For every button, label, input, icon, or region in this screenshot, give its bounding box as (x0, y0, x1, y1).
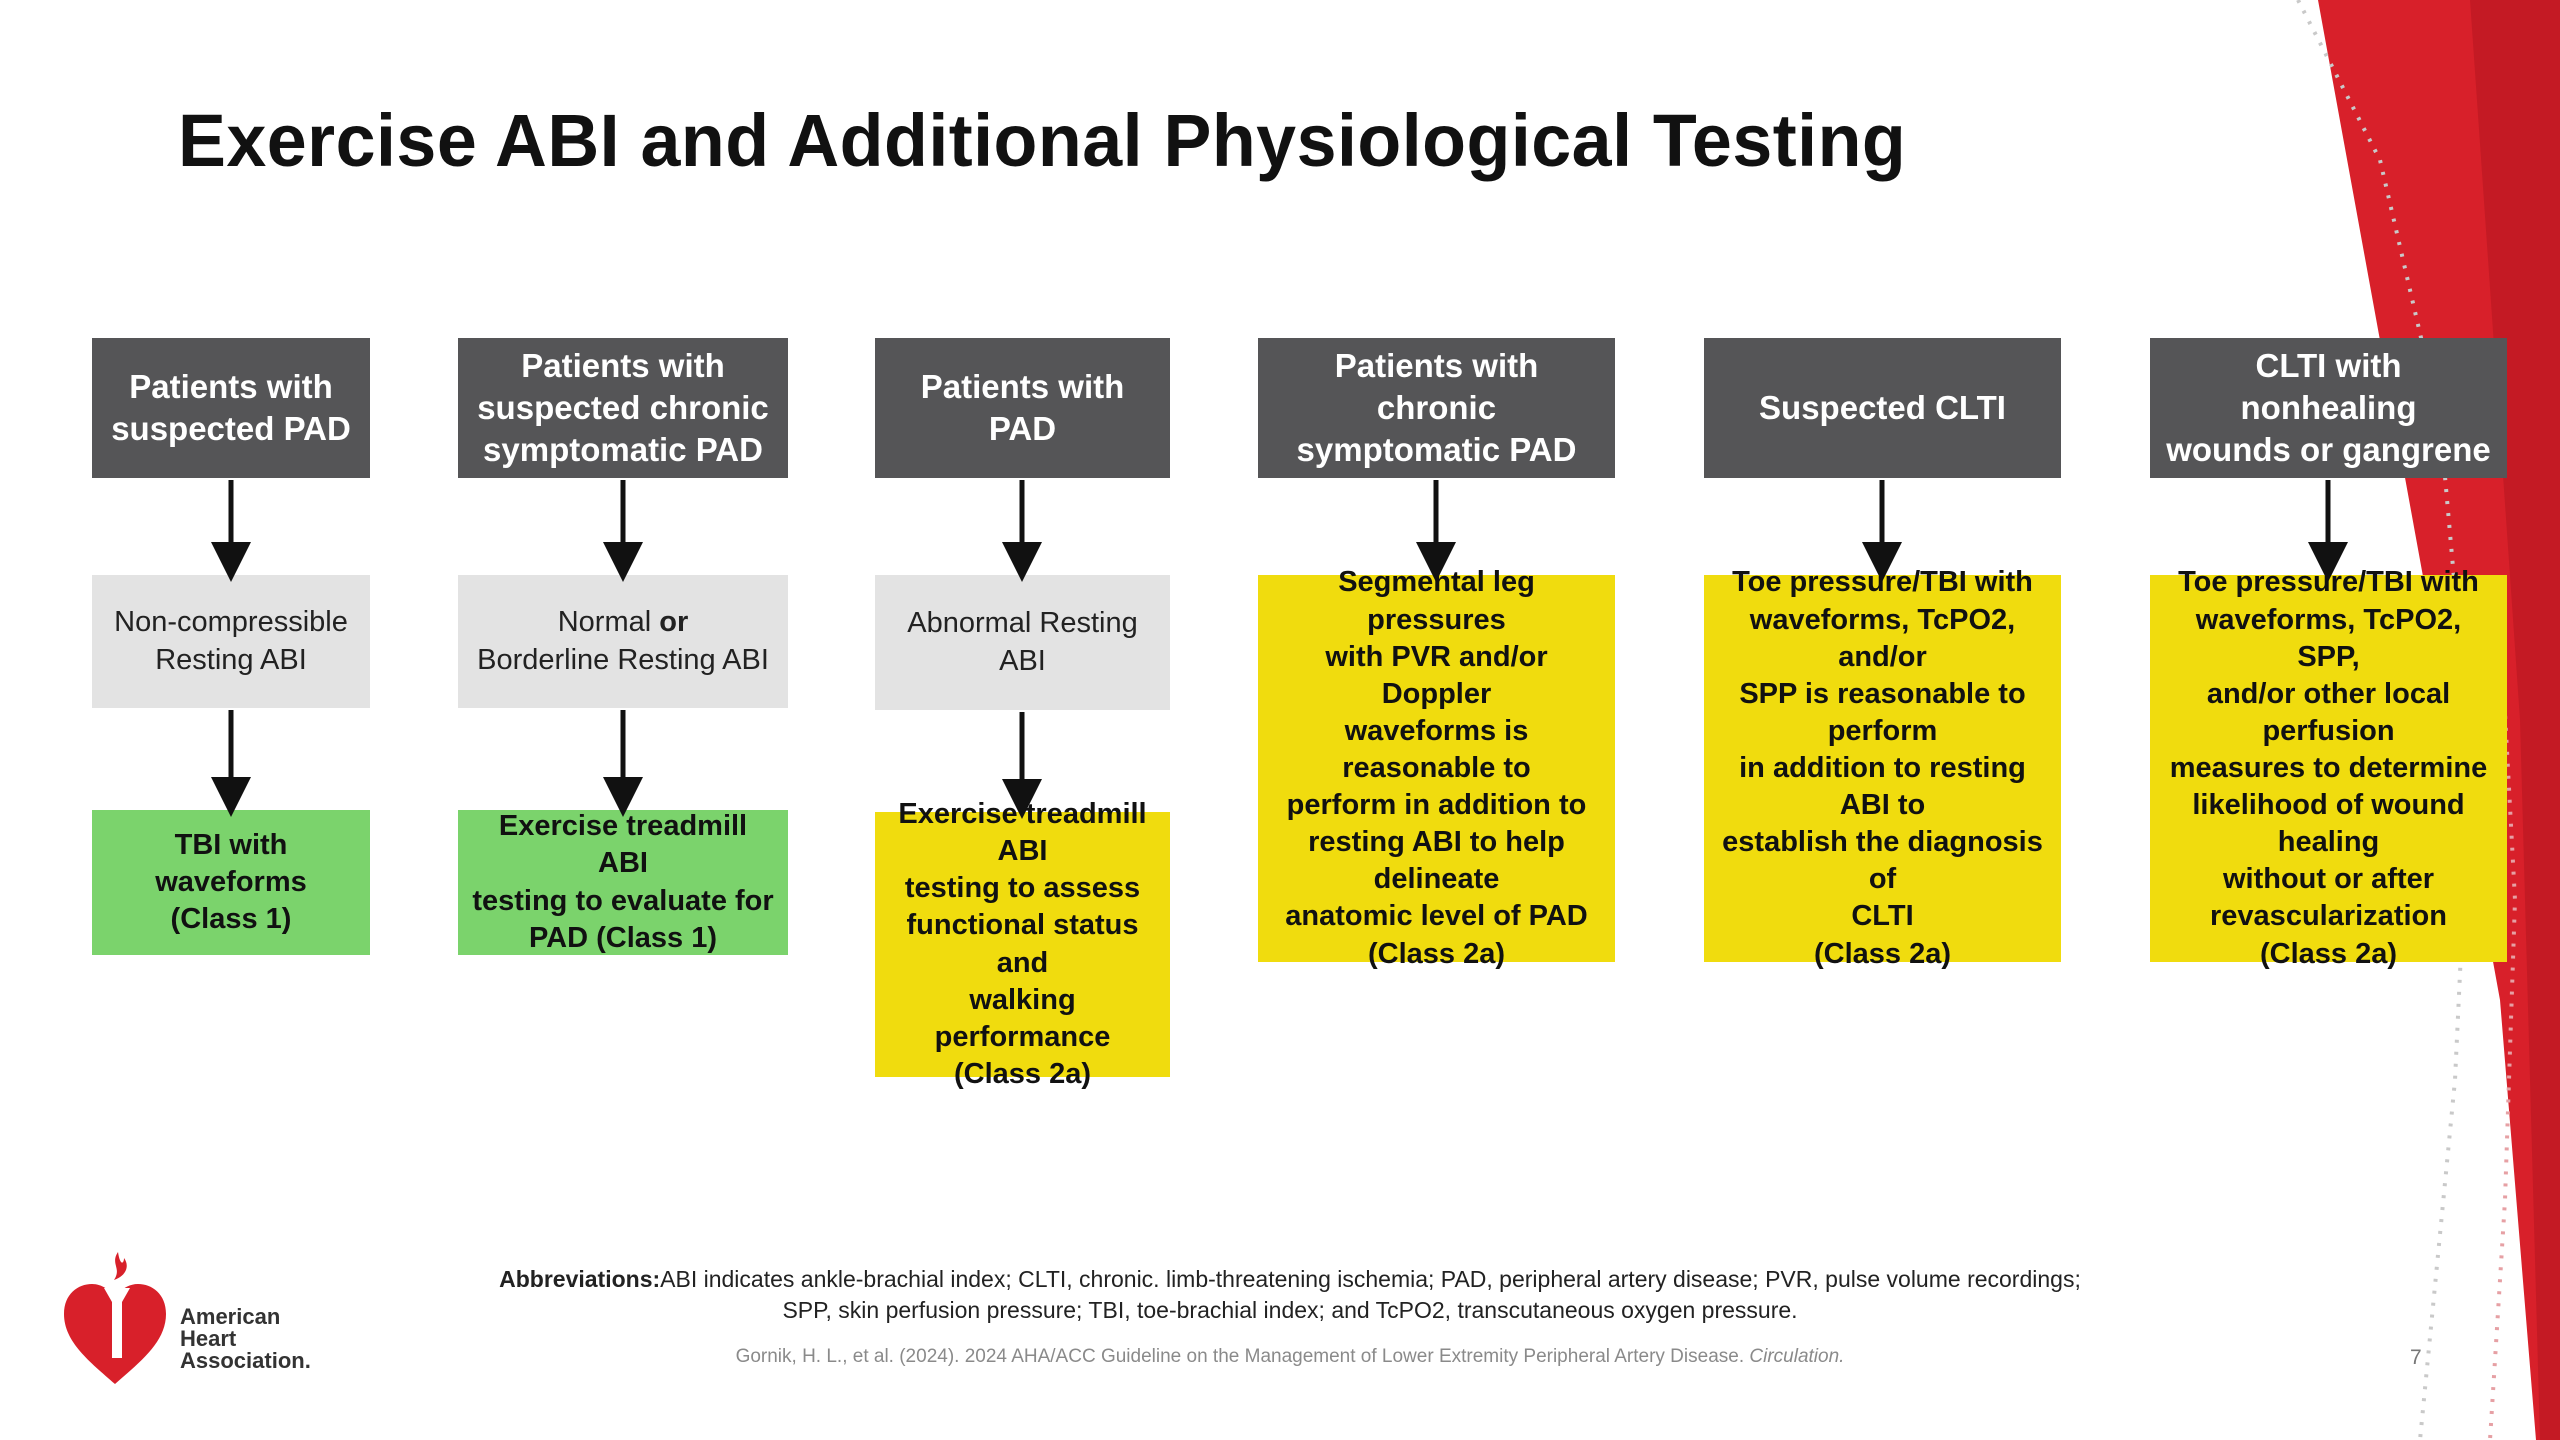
result-line: measures to determine (2169, 751, 2488, 784)
result-line: (Class 2a) (1367, 937, 1505, 970)
header-line: Patients with chronic (1334, 346, 1539, 426)
logo-torch-body (104, 1288, 130, 1358)
header-box-patients-suspected-pad: Patients with suspected PAD (92, 338, 370, 478)
result-box-tbi-waveforms: TBI with waveforms (Class 1) (92, 810, 370, 955)
logo-line-association: Association. (180, 1348, 311, 1373)
result-line: PAD (Class 1) (528, 921, 718, 954)
result-line: with PVR and/or Doppler (1325, 640, 1548, 710)
result-line: testing to assess (904, 872, 1141, 905)
result-line: SPP is reasonable to perform (1739, 677, 2026, 747)
header-line: Patients with (521, 346, 725, 384)
result-line: (Class 2a) (1813, 937, 1951, 970)
citation-text: Gornik, H. L., et al. (2024). 2024 AHA/A… (735, 1346, 1750, 1367)
header-line: Suspected CLTI (1759, 388, 2006, 426)
header-line: Patients with (129, 367, 333, 405)
abbreviations-note: Abbreviations:ABI indicates ankle-brachi… (460, 1264, 2120, 1326)
header-line: CLTI with nonhealing (2240, 346, 2417, 426)
result-box-exercise-treadmill-evaluate: Exercise treadmill ABI testing to evalua… (458, 810, 788, 955)
result-line: (Class 2a) (953, 1057, 1091, 1090)
abbreviations-line-2: SPP, skin perfusion pressure; TBI, toe-b… (782, 1297, 1798, 1324)
slide-title: Exercise ABI and Additional Physiologica… (178, 99, 1907, 182)
result-line: in addition to resting ABI to (1739, 751, 2026, 822)
mid-box-normal-or-borderline-abi: Normal or Borderline Resting ABI (458, 575, 788, 708)
mid-line: Normal or (477, 604, 769, 641)
result-line: and/or other local perfusion (2206, 677, 2451, 747)
result-box-exercise-treadmill-functional: Exercise treadmill ABI testing to assess… (875, 798, 1170, 1090)
header-box-patients-with-pad: Patients with PAD (875, 338, 1170, 478)
mid-line: Borderline Resting ABI (477, 643, 769, 676)
abbreviations-line-1: Abbreviations:ABI indicates ankle-brachi… (460, 1264, 2120, 1295)
result-line: Segmental leg pressures (1338, 566, 1535, 636)
header-line: symptomatic PAD (1296, 431, 1577, 469)
page-number: 7 (2410, 1346, 2422, 1369)
result-line: (Class 2a) (2259, 937, 2397, 970)
result-line: resting ABI to help delineate (1308, 826, 1565, 896)
header-box-chronic-symptomatic-pad: Patients with chronic symptomatic PAD (1258, 338, 1615, 478)
mid-text-or: or (659, 606, 689, 639)
result-line: without or after (2222, 863, 2435, 896)
citation: Gornik, H. L., et al. (2024). 2024 AHA/A… (560, 1346, 2020, 1368)
result-line: likelihood of wound healing (2192, 789, 2465, 859)
red-ribbon-shade (2470, 0, 2560, 1440)
header-box-suspected-chronic-symptomatic-pad: Patients with suspected chronic symptoma… (458, 338, 788, 478)
aha-heart-torch-icon (64, 1252, 166, 1384)
header-box-clti-nonhealing-wounds: CLTI with nonhealing wounds or gangrene (2150, 338, 2507, 478)
citation-journal: Circulation. (1749, 1346, 1845, 1367)
result-line: walking performance (934, 983, 1111, 1053)
result-line: functional status and (906, 909, 1139, 979)
result-line: revascularization (2210, 900, 2447, 933)
header-line: Patients with PAD (920, 367, 1125, 447)
result-line: testing to evaluate for (472, 884, 774, 917)
result-line: anatomic level of PAD (1285, 900, 1588, 933)
header-line: symptomatic PAD (483, 431, 763, 469)
mid-box-abnormal-resting-abi: Abnormal Resting ABI (875, 575, 1170, 710)
aha-logo-text: American Heart Association. (180, 1306, 311, 1372)
header-line: suspected chronic (477, 388, 769, 426)
result-line: waveforms is reasonable to (1342, 714, 1531, 784)
result-line: establish the diagnosis of (1722, 826, 2043, 896)
header-line: suspected PAD (111, 410, 351, 447)
mid-line: Abnormal Resting ABI (907, 607, 1138, 677)
abbreviations-label: Abbreviations: (499, 1266, 661, 1292)
logo-torch-flame (114, 1252, 127, 1280)
result-box-toe-pressure-wound-healing: Toe pressure/TBI with waveforms, TcPO2, … (2150, 566, 2507, 970)
result-line: (Class 1) (170, 903, 292, 936)
mid-box-non-compressible-abi: Non-compressible Resting ABI (92, 575, 370, 708)
header-box-suspected-clti: Suspected CLTI (1704, 338, 2061, 478)
logo-line-american: American (180, 1304, 281, 1329)
result-line: waveforms, TcPO2, SPP, (2195, 603, 2462, 673)
result-line: perform in addition to (1286, 789, 1587, 822)
mid-line: Non-compressible (114, 606, 348, 639)
abbreviations-text-1: ABI indicates ankle-brachial index; CLTI… (660, 1266, 2081, 1292)
mid-line: Resting ABI (155, 643, 307, 676)
result-box-segmental-leg-pressures: Segmental leg pressures with PVR and/or … (1258, 566, 1615, 970)
result-box-toe-pressure-diagnosis: Toe pressure/TBI with waveforms, TcPO2, … (1704, 566, 2061, 970)
result-line: CLTI (1851, 900, 1914, 933)
header-line: wounds or gangrene (2166, 431, 2491, 469)
result-line: Exercise treadmill ABI (498, 810, 748, 880)
mid-text-normal: Normal (557, 606, 660, 639)
logo-line-heart: Heart (180, 1326, 237, 1351)
result-line: TBI with waveforms (155, 828, 307, 898)
result-line: waveforms, TcPO2, and/or (1749, 603, 2016, 673)
